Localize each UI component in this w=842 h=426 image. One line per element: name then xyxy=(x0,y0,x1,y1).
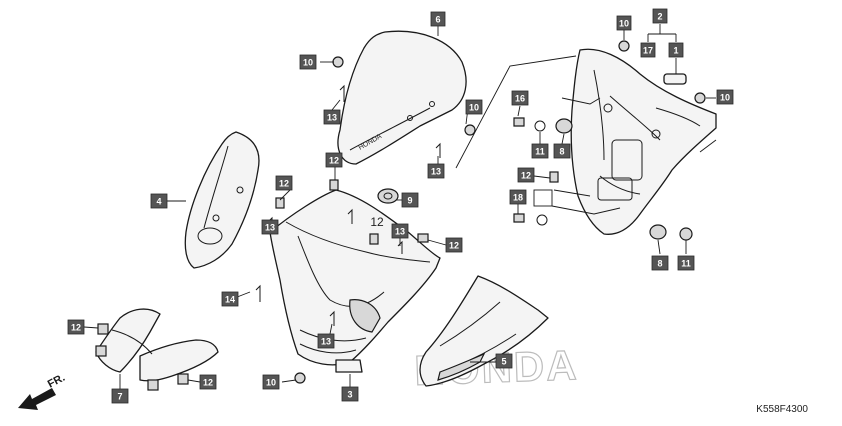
callout-13-left: 13 xyxy=(265,223,275,233)
callout-10-screen-left: 10 xyxy=(303,58,313,68)
callout-8-upper: 8 xyxy=(559,147,564,157)
callout-12-frame: 12 xyxy=(521,171,531,181)
callout-17: 17 xyxy=(643,46,653,56)
plain-label-12: 12 xyxy=(370,215,384,229)
callout-13-screen-lower: 13 xyxy=(431,167,441,177)
inner-shield xyxy=(419,275,549,387)
callout-11-lower: 11 xyxy=(681,259,691,269)
callout-12-left: 12 xyxy=(279,179,289,189)
callout-13-lower: 13 xyxy=(321,337,331,347)
callout-14: 14 xyxy=(225,295,235,305)
windscreen: HONDA xyxy=(337,30,467,165)
callout-10-top-right: 10 xyxy=(619,19,629,29)
front-cover xyxy=(269,189,441,366)
callout-12-upper: 12 xyxy=(329,156,339,166)
direction-label: FR. xyxy=(46,372,67,391)
headlight-stay-frame xyxy=(570,48,717,235)
callout-9: 9 xyxy=(407,196,412,206)
grommet-9 xyxy=(377,188,399,204)
arrow-icon xyxy=(18,388,56,410)
callout-12-under-left: 12 xyxy=(71,323,81,333)
callout-13-screen: 13 xyxy=(327,113,337,123)
callout-11-upper: 11 xyxy=(535,147,545,157)
left-side-panel xyxy=(184,131,260,269)
callout-5: 5 xyxy=(501,357,506,367)
blank-box xyxy=(533,189,553,207)
callout-10-bottom: 10 xyxy=(266,378,276,388)
collar-8-lower xyxy=(649,224,667,240)
callout-12-right: 12 xyxy=(449,241,459,251)
callout-2: 2 xyxy=(657,12,662,22)
callout-7: 7 xyxy=(117,392,122,402)
callout-4: 4 xyxy=(156,197,161,207)
callout-3: 3 xyxy=(347,390,352,400)
callout-12-under-right: 12 xyxy=(203,378,213,388)
callout-10-right: 10 xyxy=(720,93,730,103)
callout-1: 1 xyxy=(673,46,678,56)
callout-13-center: 13 xyxy=(395,227,405,237)
callout-10-screen-right: 10 xyxy=(469,103,479,113)
rubber-1 xyxy=(663,73,687,85)
callouts: 6 2 17 1 10 10 10 10 10 13 13 13 13 13 1… xyxy=(67,8,734,404)
front-direction-arrow: FR. xyxy=(18,372,67,410)
collar-8-upper xyxy=(555,118,573,134)
leader-lines xyxy=(83,24,717,390)
callout-16: 16 xyxy=(515,94,525,104)
callout-8-lower: 8 xyxy=(657,259,662,269)
callout-6: 6 xyxy=(435,15,440,25)
front-cover-lower-tab xyxy=(335,359,363,373)
under-cover-brackets xyxy=(95,308,219,391)
diagram-code: K558F4300 xyxy=(756,404,808,415)
callout-18: 18 xyxy=(513,193,523,203)
